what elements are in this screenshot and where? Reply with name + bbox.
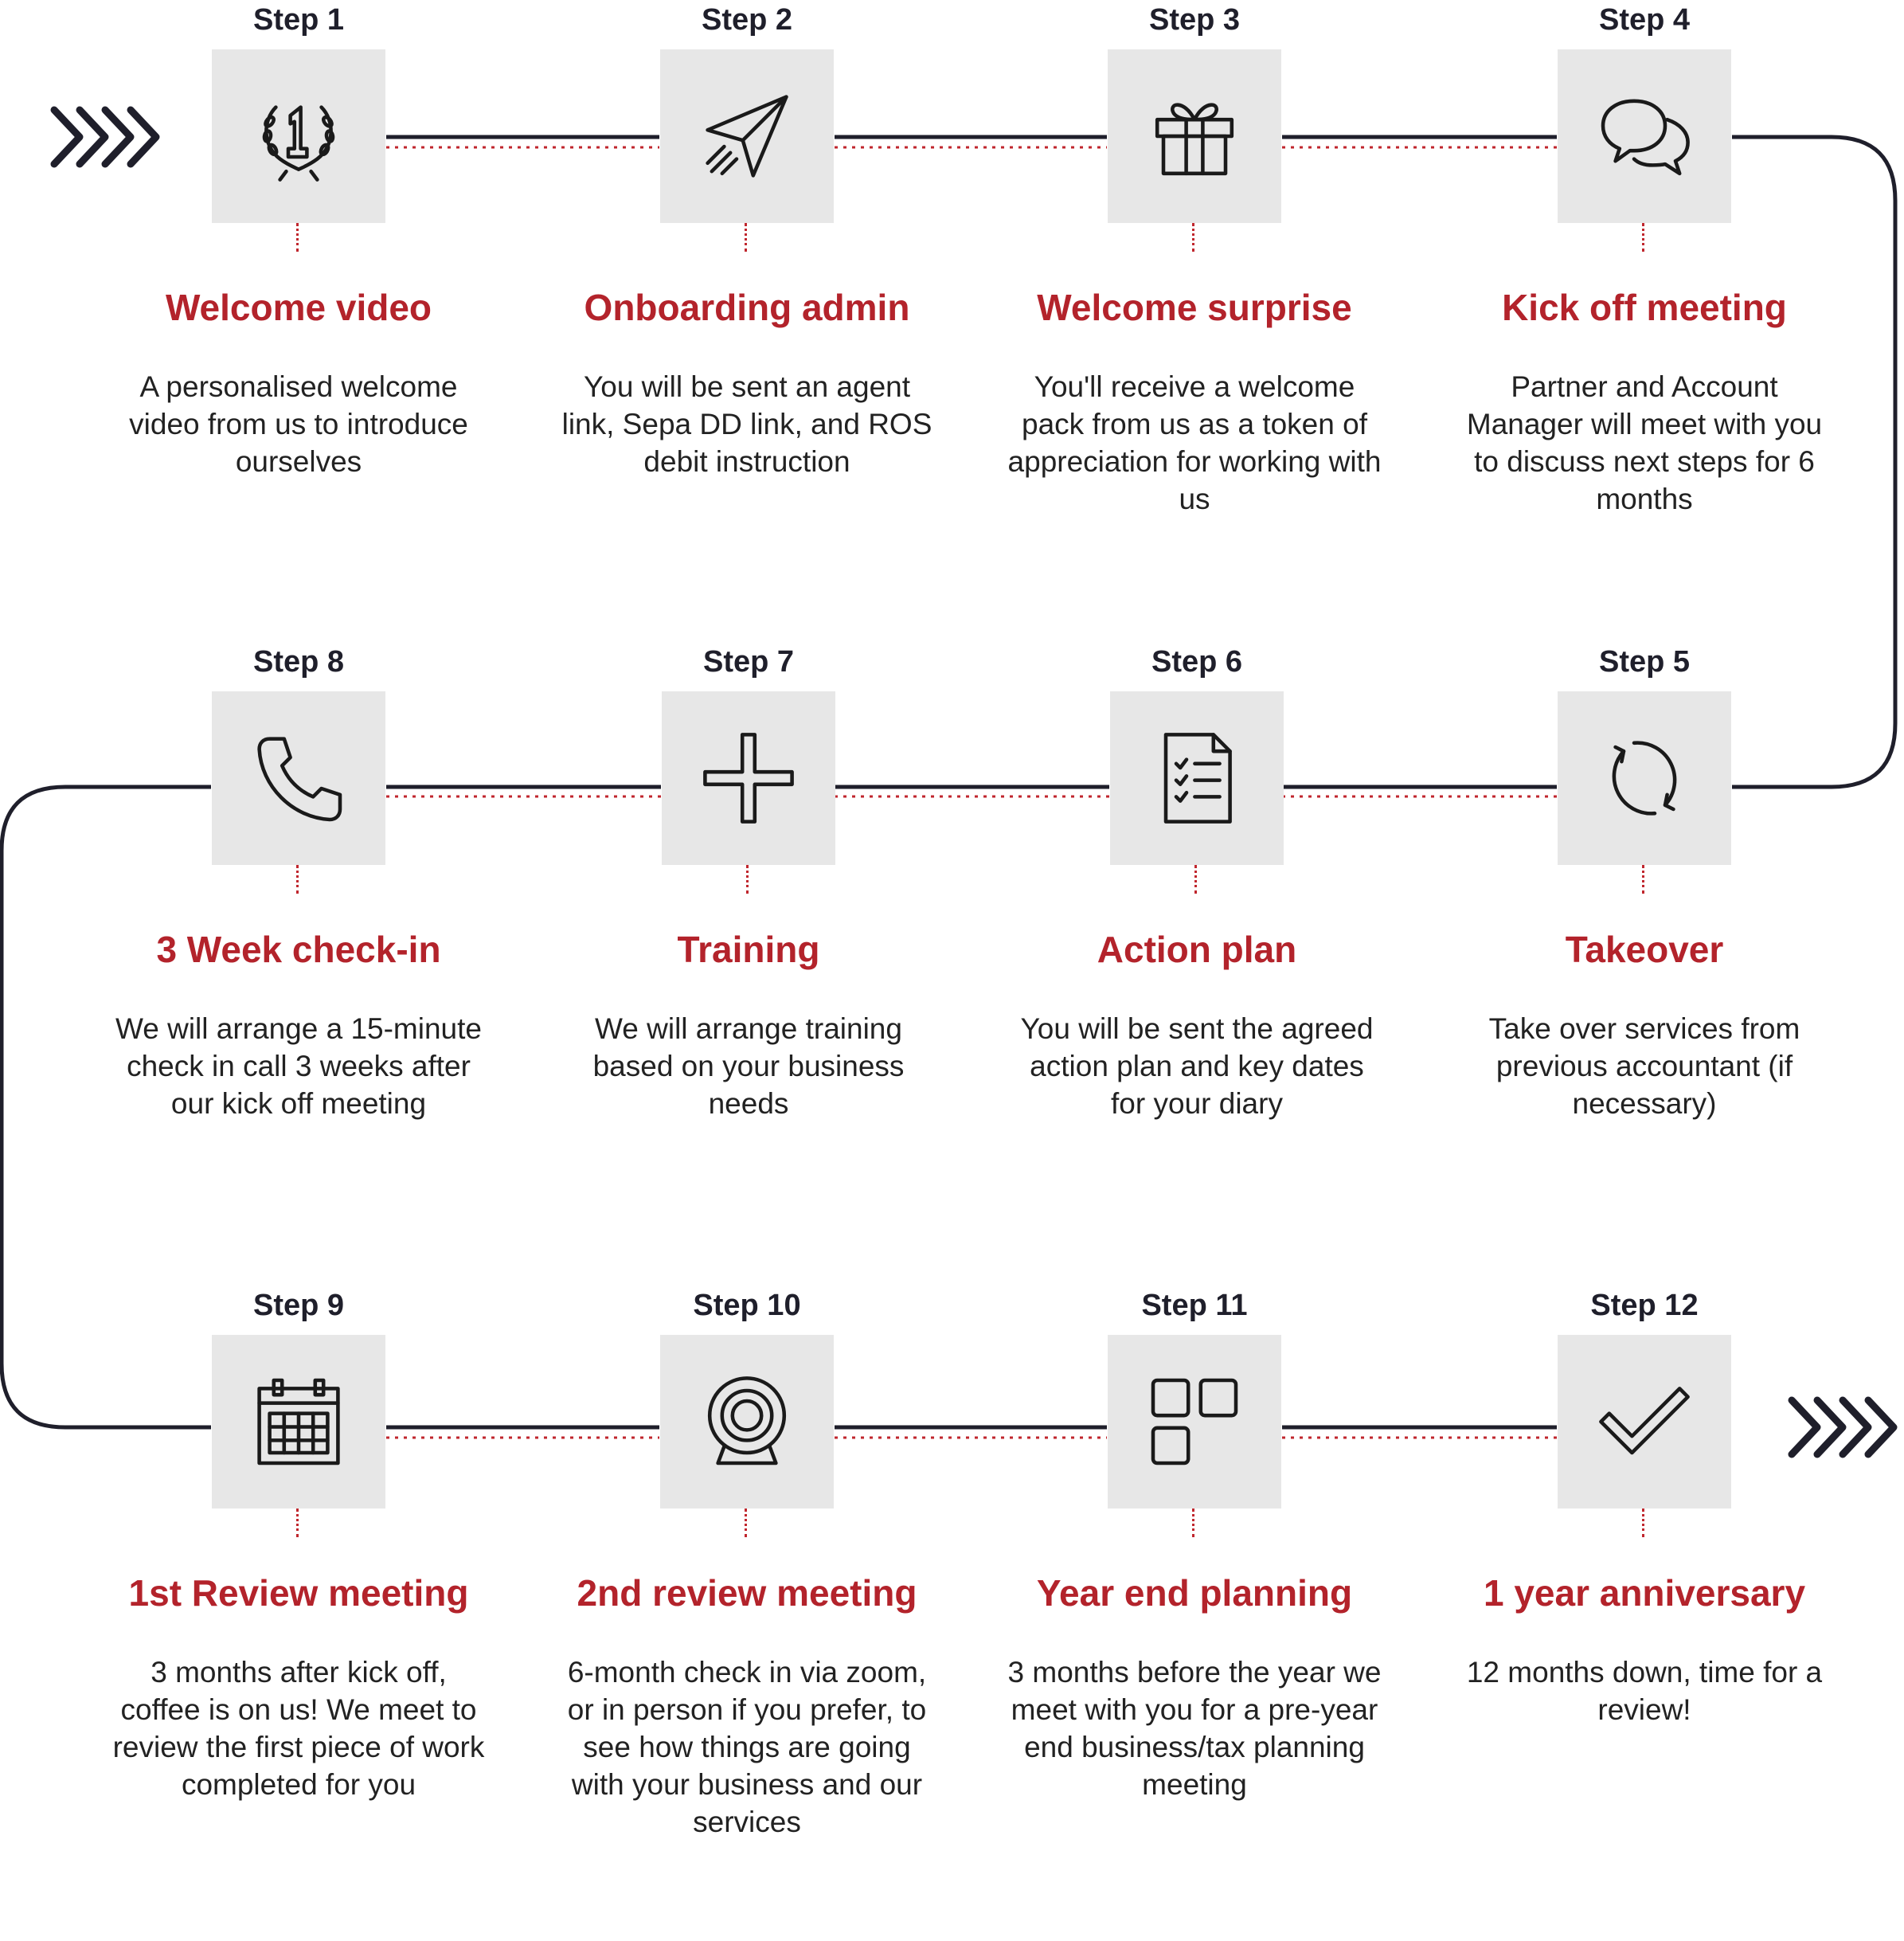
step-11: Step 11 Year end planning 3 months befor… xyxy=(972,1286,1417,1803)
step-title: Kick off meeting xyxy=(1502,287,1787,328)
step-8: Step 8 3 Week check-in We will arrange a… xyxy=(76,642,522,1122)
step-title: 3 Week check-in xyxy=(156,929,441,970)
step-title: Takeover xyxy=(1565,929,1724,970)
step-description: You'll receive a welcome pack from us as… xyxy=(1007,370,1382,515)
step-description: 3 months after kick off, coffee is on us… xyxy=(112,1656,485,1801)
step-label: Step 5 xyxy=(1598,645,1691,679)
gift-icon xyxy=(1155,103,1234,176)
step-2: Step 2 Onboarding admin You will be sent… xyxy=(524,0,970,480)
grid-squares-icon xyxy=(1151,1378,1238,1466)
step-label: Step 3 xyxy=(1148,3,1241,37)
step-label: Step 12 xyxy=(1590,1289,1699,1322)
step-description: Partner and Account Manager will meet wi… xyxy=(1466,370,1823,515)
step-label: Step 6 xyxy=(1151,645,1243,679)
step-label: Step 8 xyxy=(252,645,345,679)
icon-box xyxy=(212,49,385,223)
icon-box xyxy=(660,49,834,223)
step-label: Step 1 xyxy=(252,3,345,37)
end-chevrons-icon xyxy=(1788,1396,1898,1458)
dotted-tick xyxy=(745,223,749,252)
step-title: 2nd review meeting xyxy=(577,1572,917,1614)
step-description: Take over services from previous account… xyxy=(1488,1012,1800,1120)
paper-plane-icon xyxy=(706,95,788,178)
checkmark-icon xyxy=(1599,1387,1690,1455)
step-description: 12 months down, time for a review! xyxy=(1466,1656,1823,1726)
dotted-tick xyxy=(745,1509,749,1537)
step-description: 3 months before the year we meet with yo… xyxy=(1007,1656,1382,1801)
step-4: Step 4 Kick off meeting Partner and Acco… xyxy=(1421,0,1867,518)
step-label: Step 9 xyxy=(252,1289,345,1322)
step-title: Training xyxy=(677,929,820,970)
dotted-tick xyxy=(1192,1509,1197,1537)
step-description: You will be sent the agreed action plan … xyxy=(1020,1012,1374,1120)
icon-box xyxy=(660,1335,834,1509)
step-description: A personalised welcome video from us to … xyxy=(129,370,468,478)
step-9: Step 9 1st Review meeting 3 months after… xyxy=(76,1286,522,1803)
step-label: Step 11 xyxy=(1141,1289,1248,1322)
icon-box xyxy=(1108,1335,1281,1509)
connector-lines xyxy=(0,135,1898,1430)
icon-box xyxy=(1558,49,1731,223)
dotted-tick xyxy=(1194,865,1199,894)
icon-box xyxy=(1558,691,1731,865)
dotted-tick xyxy=(296,223,301,252)
step-7: Step 7 Training We will arrange training… xyxy=(526,642,972,1122)
step-label: Step 2 xyxy=(701,3,793,37)
step-title: Welcome surprise xyxy=(1037,287,1352,328)
step-title: 1 year anniversary xyxy=(1483,1572,1806,1614)
connector-dotted-lines xyxy=(386,146,1557,1439)
step-label: Step 10 xyxy=(693,1289,801,1322)
step-label: Step 7 xyxy=(702,645,795,679)
laurel-number-one-icon xyxy=(262,105,335,182)
plus-icon xyxy=(703,733,794,824)
step-12: Step 12 1 year anniversary 12 months dow… xyxy=(1421,1286,1867,1728)
step-6: Step 6 Action plan You will be sent the … xyxy=(974,642,1420,1122)
dotted-tick xyxy=(1642,865,1647,894)
dotted-tick xyxy=(1192,223,1197,252)
chat-bubbles-icon xyxy=(1601,99,1690,176)
step-title: 1st Review meeting xyxy=(128,1572,469,1614)
phone-icon xyxy=(257,737,342,822)
dotted-tick xyxy=(296,1509,301,1537)
webcam-icon xyxy=(707,1376,787,1466)
icon-box xyxy=(662,691,835,865)
icon-box xyxy=(1110,691,1284,865)
step-title: Onboarding admin xyxy=(584,287,910,328)
step-10: Step 10 2nd review meeting 6-month check… xyxy=(524,1286,970,1841)
dotted-tick xyxy=(1642,1509,1647,1537)
step-description: 6-month check in via zoom, or in person … xyxy=(567,1656,927,1838)
step-5: Step 5 Takeover Take over services from … xyxy=(1421,642,1867,1122)
step-label: Step 4 xyxy=(1598,3,1691,37)
icon-box xyxy=(212,1335,385,1509)
icon-box xyxy=(1108,49,1281,223)
start-chevrons-icon xyxy=(50,106,160,168)
step-description: We will arrange a 15-minute check in cal… xyxy=(115,1012,482,1120)
step-3: Step 3 Welcome surprise You'll receive a… xyxy=(972,0,1417,518)
step-title: Welcome video xyxy=(165,287,432,328)
icon-box xyxy=(1558,1335,1731,1509)
step-description: We will arrange training based on your b… xyxy=(592,1012,905,1120)
dotted-tick xyxy=(746,865,751,894)
checklist-icon xyxy=(1163,733,1232,824)
step-title: Action plan xyxy=(1097,929,1297,970)
dotted-tick xyxy=(1642,223,1647,252)
calendar-icon xyxy=(257,1378,340,1466)
step-title: Year end planning xyxy=(1036,1572,1353,1614)
icon-box xyxy=(212,691,385,865)
step-description: You will be sent an agent link, Sepa DD … xyxy=(561,370,932,478)
dotted-tick xyxy=(296,865,301,894)
refresh-icon xyxy=(1612,741,1677,816)
step-1: Step 1 Welcome video A personalised welc… xyxy=(76,0,522,480)
